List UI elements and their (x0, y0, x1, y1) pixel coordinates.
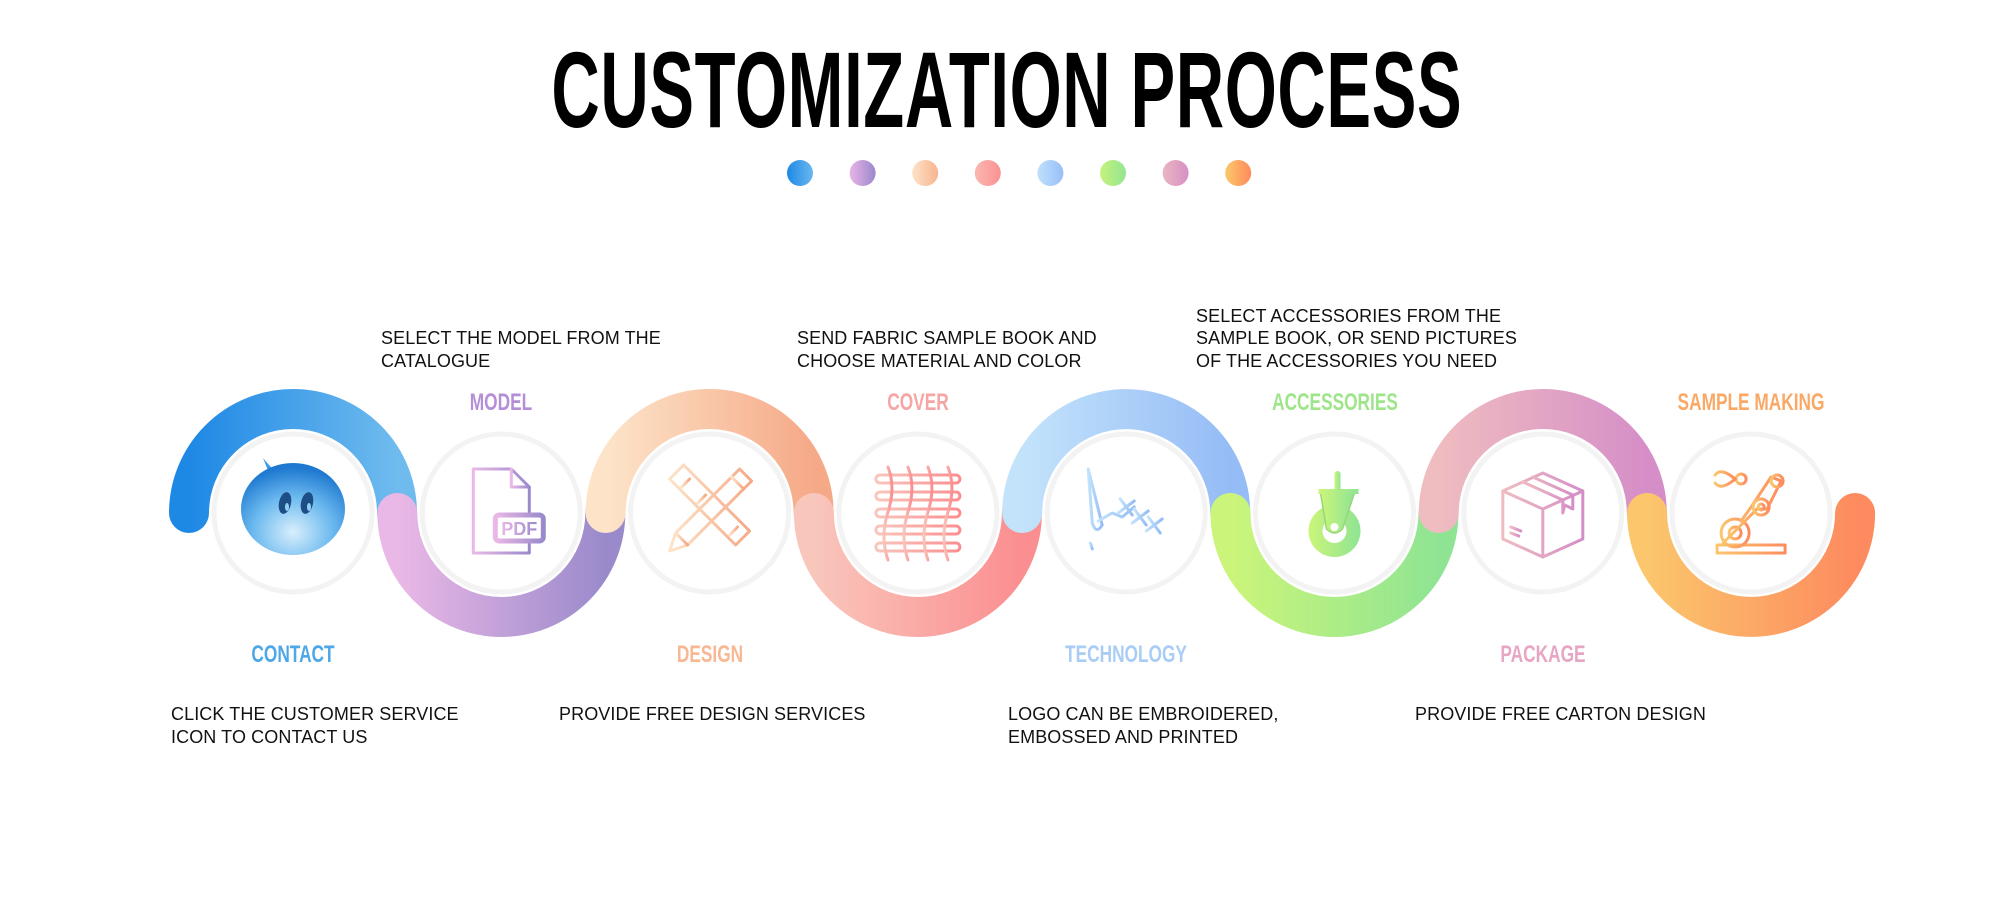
robot-arm-icon (1713, 470, 1787, 555)
arc-segment-package (1418, 389, 1667, 533)
color-dot (1162, 160, 1189, 186)
customer-service-icon (241, 458, 345, 555)
pencil-ruler-icon (668, 463, 754, 553)
color-dot (1100, 160, 1126, 186)
step-description-cover: SEND FABRIC SAMPLE BOOK AND CHOOSE MATER… (797, 328, 1097, 371)
step-description-technology: LOGO CAN BE EMBROIDERED, EMBOSSED AND PR… (1008, 704, 1279, 747)
embroidery-needle-icon (1086, 467, 1164, 551)
step-description-package: PROVIDE FREE CARTON DESIGN (1415, 704, 1706, 724)
step-label-package: PACKAGE (1500, 641, 1586, 668)
color-dot (849, 160, 876, 186)
fabric-weave-icon (874, 465, 962, 562)
page-title: CUSTOMIZATION PROCESS (551, 29, 1463, 150)
pdf-catalogue-icon: PDF (471, 467, 546, 555)
step-label-technology: TECHNOLOGY (1065, 641, 1188, 668)
arc-segment-accessories (1210, 493, 1459, 637)
arc-segment-model (377, 493, 626, 637)
color-dot (912, 160, 939, 186)
step-description-design: PROVIDE FREE DESIGN SERVICES (559, 704, 866, 724)
color-dots-row (787, 160, 1252, 186)
step-label-contact: CONTACT (251, 641, 335, 668)
arc-segment-design (585, 389, 834, 533)
svg-text:PDF: PDF (501, 519, 537, 539)
caster-wheel-icon (1308, 471, 1361, 557)
step-label-model: MODEL (470, 389, 533, 416)
step-label-accessories: ACCESSORIES (1271, 389, 1398, 416)
icon-ring (628, 431, 792, 595)
color-dot (974, 160, 1001, 186)
step-description-model: SELECT THE MODEL FROM THE CATALOGUE (381, 328, 661, 371)
arc-segment-contact (169, 389, 417, 533)
arc-segment-sample-making (1627, 493, 1876, 637)
arc-segment-cover (793, 493, 1042, 637)
step-description-contact: CLICK THE CUSTOMER SERVICE ICON TO CONTA… (171, 704, 459, 747)
step-label-sample-making: SAMPLE MAKING (1677, 389, 1825, 416)
step-label-design: DESIGN (676, 641, 743, 668)
color-dot (1225, 160, 1252, 186)
color-dot (1037, 160, 1064, 186)
arc-segment-technology (1002, 389, 1251, 533)
icon-ring (836, 431, 1000, 595)
cardboard-box-icon (1501, 471, 1585, 559)
step-label-cover: COVER (887, 389, 949, 416)
step-description-accessories: SELECT ACCESSORIES FROM THE SAMPLE BOOK,… (1196, 305, 1517, 371)
color-dot (787, 160, 813, 186)
